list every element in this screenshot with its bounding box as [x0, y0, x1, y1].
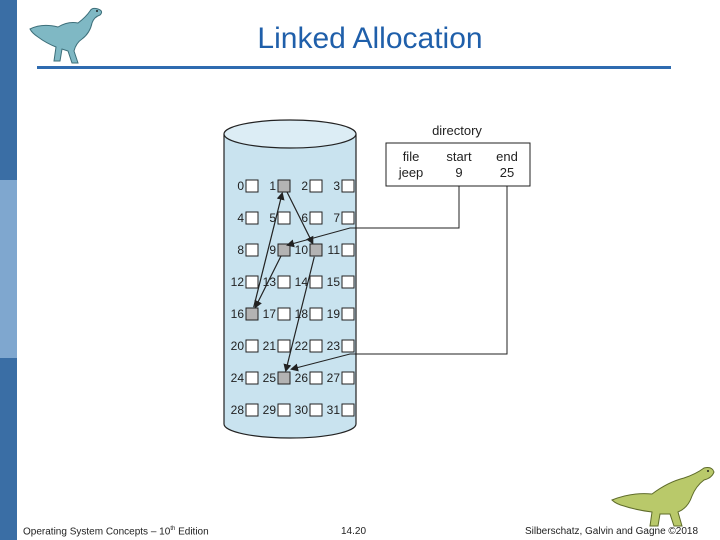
- disk-block: [341, 243, 355, 257]
- end-pointer: [290, 186, 508, 372]
- disk-block-used: [245, 307, 259, 321]
- disk-block: [341, 211, 355, 225]
- block-number-label: 29: [263, 403, 277, 417]
- disk-block: [309, 371, 323, 385]
- block-number-label: 3: [333, 179, 340, 193]
- dinosaur-logo-bottom: [611, 467, 715, 527]
- disk-block: [277, 275, 291, 289]
- block-number-label: 21: [263, 339, 277, 353]
- directory-cell-end: 25: [500, 165, 514, 180]
- block-number-label: 13: [263, 275, 277, 289]
- disk-block: [309, 307, 323, 321]
- block-number-label: 27: [327, 371, 341, 385]
- block-number-label: 8: [237, 243, 244, 257]
- block-number-label: 17: [263, 307, 277, 321]
- directory-label: directory: [432, 123, 482, 138]
- directory-cell-file: jeep: [398, 165, 424, 180]
- directory-header-file: file: [403, 149, 420, 164]
- footer-copyright: Silberschatz, Galvin and Gagne ©2018: [525, 526, 699, 537]
- disk-block: [309, 339, 323, 353]
- disk-block-used: [277, 243, 291, 257]
- footer-page-number: 14.20: [341, 526, 367, 537]
- page-title: Linked Allocation: [257, 22, 483, 55]
- block-number-label: 28: [231, 403, 245, 417]
- disk-block: [341, 275, 355, 289]
- disk-block: [309, 211, 323, 225]
- block-number-label: 19: [327, 307, 341, 321]
- block-number-label: 23: [327, 339, 341, 353]
- left-accent-bar-light: [0, 180, 17, 358]
- footer-book-title: Operating System Concepts – 10th Edition: [23, 526, 209, 538]
- block-number-label: 5: [269, 211, 276, 225]
- block-number-label: 0: [237, 179, 244, 193]
- start-pointer: [286, 186, 460, 248]
- block-chain-arrows: [253, 191, 315, 373]
- block-number-label: 9: [269, 243, 276, 257]
- disk-block: [309, 275, 323, 289]
- chain-link-arrow: [283, 256, 315, 373]
- disk-block: [277, 403, 291, 417]
- directory-header-end: end: [496, 149, 518, 164]
- block-number-label: 11: [328, 243, 341, 257]
- block-number-label: 18: [295, 307, 309, 321]
- disk-block: [309, 403, 323, 417]
- disk-block: [245, 371, 259, 385]
- chain-link-arrow: [254, 255, 282, 309]
- dinosaur-logo-top: [29, 7, 103, 64]
- directory-header-start: start: [446, 149, 472, 164]
- disk-block: [341, 179, 355, 193]
- block-number-label: 26: [295, 371, 309, 385]
- block-number-label: 14: [295, 275, 309, 289]
- disk-block-used: [309, 243, 323, 257]
- disk-block: [341, 371, 355, 385]
- disk-block-used: [277, 179, 291, 193]
- chain-link-arrow: [253, 191, 285, 308]
- block-number-label: 2: [301, 179, 308, 193]
- block-number-label: 22: [295, 339, 309, 353]
- disk-block: [245, 403, 259, 417]
- disk-block: [341, 339, 355, 353]
- directory-pointers: [286, 186, 508, 372]
- disk-block: [341, 403, 355, 417]
- directory-table: directory file start end jeep 9 25: [385, 123, 531, 187]
- block-number-label: 25: [263, 371, 277, 385]
- disk-block: [245, 275, 259, 289]
- disk-block: [245, 211, 259, 225]
- chain-link-arrow: [286, 191, 314, 245]
- block-number-label: 16: [231, 307, 245, 321]
- disk-block: [245, 339, 259, 353]
- block-number-label: 12: [231, 275, 245, 289]
- disk-block: [277, 307, 291, 321]
- block-number-label: 24: [231, 371, 245, 385]
- block-number-label: 1: [269, 179, 276, 193]
- block-number-label: 7: [333, 211, 340, 225]
- disk-block: [341, 307, 355, 321]
- block-number-label: 10: [295, 243, 309, 257]
- disk-block: [277, 211, 291, 225]
- block-number-label: 4: [237, 211, 244, 225]
- disk-block: [245, 243, 259, 257]
- disk-block: [277, 339, 291, 353]
- disk-block: [309, 179, 323, 193]
- disk-block-used: [277, 371, 291, 385]
- directory-cell-start: 9: [455, 165, 462, 180]
- block-number-label: 30: [295, 403, 309, 417]
- block-number-label: 15: [327, 275, 341, 289]
- disk-block: [245, 179, 259, 193]
- title-underline: [37, 66, 671, 69]
- block-number-label: 31: [327, 403, 341, 417]
- block-number-label: 6: [301, 211, 308, 225]
- block-number-label: 20: [231, 339, 245, 353]
